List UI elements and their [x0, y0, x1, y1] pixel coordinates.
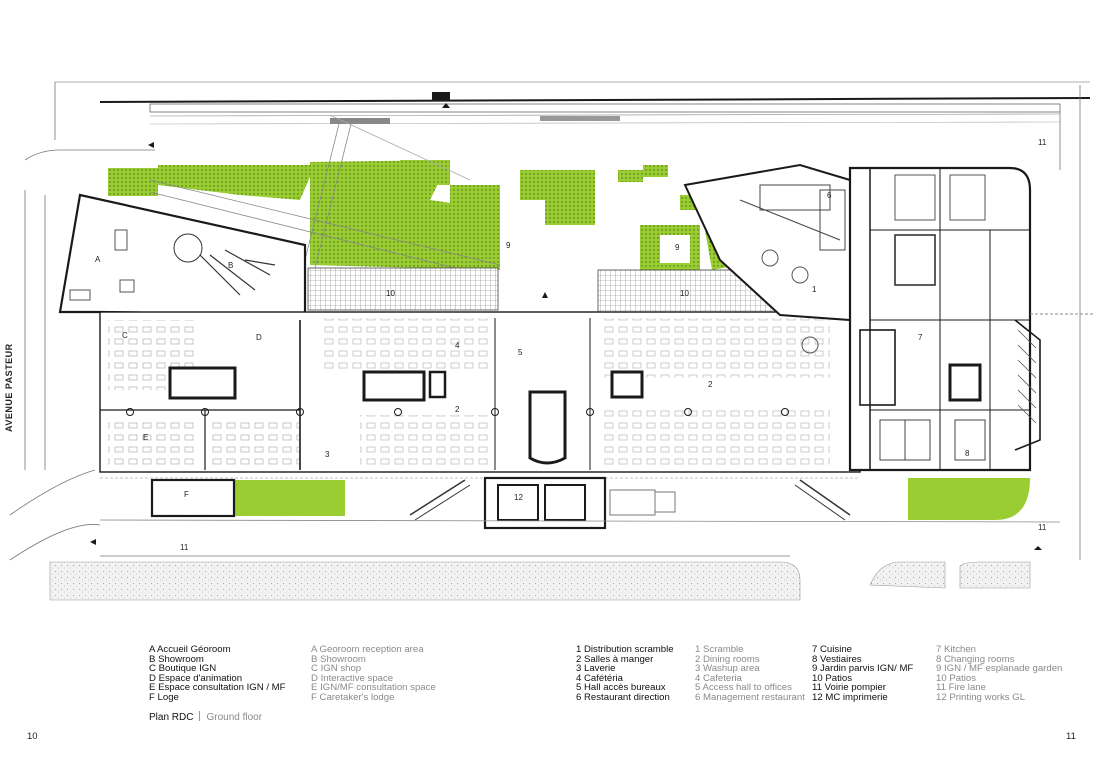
legend-item: 7 Kitchen	[936, 644, 977, 655]
page-number-left: 10	[27, 731, 38, 742]
label-11b: 11	[180, 543, 189, 552]
patios	[307, 267, 789, 313]
legend-item: 6 Restaurant direction	[576, 691, 670, 703]
top-street	[55, 81, 1091, 125]
label-8: 8	[965, 449, 970, 458]
annexes-south	[150, 476, 851, 530]
legend-item: F Loge	[149, 691, 179, 703]
legend-item: 1 Scramble	[695, 644, 744, 655]
page-number-right: 11	[1066, 731, 1076, 742]
plan-title: Plan RDC Ground floor	[149, 711, 262, 723]
label-9b: 9	[675, 243, 680, 252]
legend-item: C Boutique IGN	[149, 663, 217, 675]
legend-item: C IGN shop	[311, 663, 362, 675]
legend-item: 9 Jardin parvis IGN/ MF	[812, 663, 914, 675]
legend-item: 12 MC imprimerie	[812, 691, 888, 703]
title-separator	[199, 711, 201, 721]
legend-item: 8 Changing rooms	[936, 653, 1015, 665]
label-2b: 2	[708, 380, 713, 389]
legend-item: 12 Printing works GL	[936, 691, 1026, 703]
label-5: 5	[518, 348, 523, 357]
legend-item: 4 Cafeteria	[695, 672, 742, 684]
legend-item: A Accueil Géoroom	[149, 644, 231, 655]
label-10a: 10	[386, 289, 395, 298]
legend-item: 8 Vestiaires	[812, 653, 862, 665]
plan-title-fr: Plan RDC	[149, 712, 194, 723]
legend-col-letters-en: A Georoom reception area B Showroom C IG…	[311, 645, 436, 703]
label-9a: 9	[506, 241, 511, 250]
diagonal-walkway	[149, 114, 501, 281]
label-10b: 10	[680, 289, 689, 298]
legend-col-numbers2-en: 7 Kitchen 8 Changing rooms 9 IGN / MF es…	[936, 645, 1062, 703]
legend-item: 6 Management restaurant	[695, 691, 805, 703]
legend-item: 2 Dining rooms	[695, 653, 760, 665]
legend-item: 5 Access hall to offices	[695, 682, 792, 694]
label-4: 4	[455, 341, 460, 350]
floor-plan: A B C D E F 1 2 2 3 4 5 6 7 8 9 9 10 10 …	[4, 81, 1095, 601]
legend-item: 10 Patios	[936, 672, 977, 684]
label-12: 12	[514, 493, 523, 502]
fire-lane	[49, 519, 1061, 601]
label-11c: 11	[1038, 523, 1047, 532]
label-E: E	[143, 433, 148, 442]
label-D: D	[256, 333, 262, 342]
label-C: C	[122, 331, 128, 340]
legend-item: D Interactive space	[311, 672, 394, 684]
label-3: 3	[325, 450, 330, 459]
label-7: 7	[918, 333, 923, 342]
room-labels: A B C D E F 1 2 2 3 4 5 6 7 8 9 9 10 10 …	[4, 138, 1047, 552]
legend-item: 1 Distribution scramble	[576, 644, 674, 655]
legend-item: B Showroom	[311, 653, 366, 665]
legend-item: D Espace d'animation	[149, 672, 243, 684]
building-main	[99, 311, 861, 479]
legend-col-letters-fr: A Accueil Géoroom B Showroom C Boutique …	[149, 645, 286, 703]
legend-item: E Espace consultation IGN / MF	[149, 682, 286, 694]
legend-item: 7 Cuisine	[812, 644, 852, 655]
legend-item: 5 Hall accès bureaux	[576, 682, 666, 694]
label-A: A	[95, 255, 101, 264]
legend-item: 2 Salles à manger	[576, 653, 654, 665]
entry-arrows	[90, 103, 1042, 550]
legend-item: B Showroom	[149, 653, 204, 665]
street-name: AVENUE PASTEUR	[4, 343, 14, 432]
legend-col-numbers2-fr: 7 Cuisine 8 Vestiaires 9 Jardin parvis I…	[812, 645, 913, 703]
legend-item: 3 Washup area	[695, 663, 760, 675]
label-6: 6	[827, 191, 832, 200]
label-11a: 11	[1038, 138, 1047, 147]
label-F: F	[184, 490, 189, 499]
legend-item: 11 Voirie pompier	[812, 682, 886, 694]
legend-item: 10 Patios	[812, 672, 853, 684]
legend-item: 4 Cafétéria	[576, 672, 623, 684]
legend-col-numbers-en: 1 Scramble 2 Dining rooms 3 Washup area …	[695, 645, 805, 703]
left-street	[9, 82, 1081, 561]
plan-title-en: Ground floor	[206, 712, 263, 723]
legend-item: 11 Fire lane	[936, 682, 986, 694]
legend-item: 9 IGN / MF esplanade garden	[936, 663, 1063, 675]
label-2a: 2	[455, 405, 460, 414]
label-B: B	[228, 261, 233, 270]
legend-item: E IGN/MF consultation space	[311, 682, 436, 694]
legend-item: 3 Laverie	[576, 663, 616, 675]
legend-item: A Georoom reception area	[311, 644, 424, 655]
legend-item: F Caretaker's lodge	[311, 691, 395, 703]
legend-col-numbers-fr: 1 Distribution scramble 2 Salles à mange…	[576, 645, 674, 703]
label-1: 1	[812, 285, 817, 294]
building-east	[848, 166, 1095, 472]
